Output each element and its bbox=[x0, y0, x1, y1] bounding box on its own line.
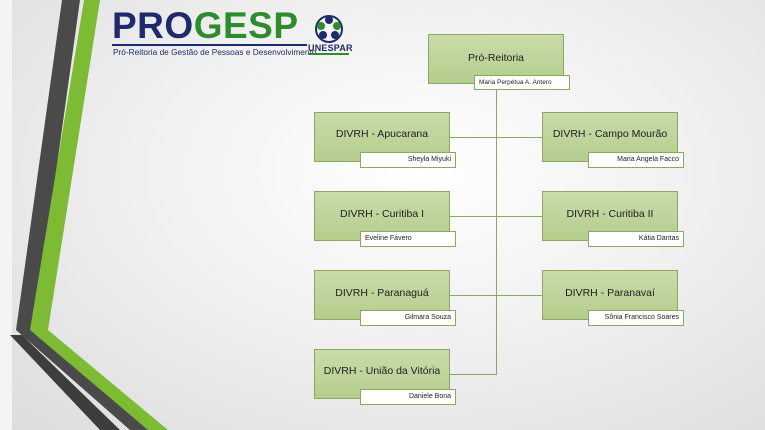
nameplate-apucarana: Sheyla Miyuki bbox=[360, 152, 456, 168]
unespar-underline bbox=[309, 53, 349, 55]
connector-row-4 bbox=[450, 374, 497, 375]
connector-row-1 bbox=[450, 137, 542, 138]
node-title: DIVRH - Apucarana bbox=[335, 128, 429, 140]
unespar-name: UNESPAR bbox=[308, 43, 353, 53]
progesp-logo: PROGESP bbox=[112, 6, 299, 46]
node-title: DIVRH - Paranaguá bbox=[335, 287, 429, 299]
connector-row-2 bbox=[450, 216, 542, 217]
connector-row-3 bbox=[450, 295, 542, 296]
node-title: DIVRH - Curitiba I bbox=[339, 208, 424, 220]
trunk-connector bbox=[496, 83, 497, 375]
nameplate-root: Maria Perpétua A. Antero bbox=[474, 75, 570, 90]
nameplate-curitiba-i: Eveline Fávero bbox=[360, 231, 456, 247]
node-title: DIVRH - Curitiba II bbox=[566, 208, 654, 220]
logo-divider bbox=[112, 44, 307, 46]
nameplate-paranagua: Gilmara Souza bbox=[360, 310, 456, 326]
node-title: DIVRH - União da Vitória bbox=[323, 365, 441, 377]
logo-part-pro: PRO bbox=[112, 5, 194, 46]
nameplate-paranavai: Sônia Francisco Soares bbox=[588, 310, 684, 326]
nameplate-campo-mourao: Maria Angela Facco bbox=[588, 152, 684, 168]
nameplate-curitiba-ii: Kátia Dantas bbox=[588, 231, 684, 247]
nameplate-uniao-da-vitoria: Daniele Bona bbox=[360, 389, 456, 405]
logo-part-gesp: GESP bbox=[193, 5, 299, 46]
node-pro-reitoria: Pró-Reitoria bbox=[428, 34, 564, 84]
node-title: DIVRH - Campo Mourão bbox=[552, 128, 668, 140]
unespar-emblem-icon bbox=[315, 15, 343, 43]
logo-subtitle: Pró-Reitoria de Gestão de Pessoas e Dese… bbox=[113, 47, 317, 57]
node-title: Pró-Reitoria bbox=[467, 52, 525, 64]
node-title: DIVRH - Paranavaí bbox=[565, 287, 655, 299]
